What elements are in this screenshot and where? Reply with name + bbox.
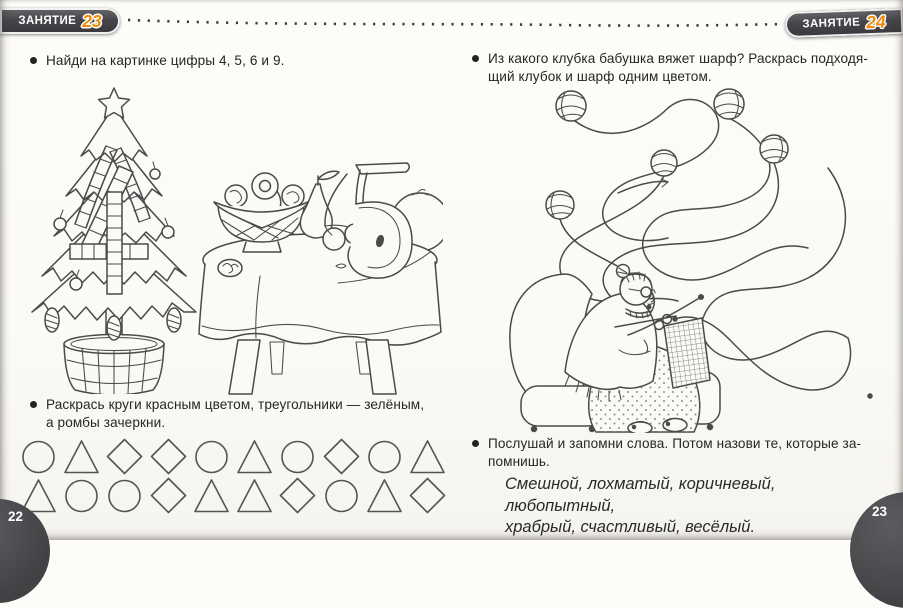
shape-diamond bbox=[107, 438, 143, 475]
tree-star bbox=[97, 87, 131, 119]
shapes-exercise bbox=[20, 438, 446, 516]
bullet-icon bbox=[472, 440, 479, 447]
left-task-color-shapes: Раскрась круги красным цветом, треугольн… bbox=[30, 396, 442, 431]
shape-circle bbox=[108, 479, 142, 513]
dotted-divider bbox=[127, 18, 785, 27]
shape-circle bbox=[22, 440, 55, 474]
shape-triangle bbox=[410, 440, 445, 474]
earring bbox=[646, 304, 652, 310]
pinecones bbox=[44, 307, 182, 341]
task-line: щий клубок и шарф одним цветом. bbox=[488, 68, 712, 84]
shape-triangle bbox=[237, 479, 272, 513]
tree-illustration bbox=[31, 87, 197, 394]
shape-diamond bbox=[409, 477, 446, 514]
shape-triangle bbox=[366, 479, 402, 513]
shape-diamond bbox=[323, 438, 359, 475]
task-line: Из какого клубка бабушка вяжет шарф? Рас… bbox=[488, 51, 868, 66]
shape-triangle bbox=[237, 440, 272, 474]
task-line: Найди на картинке цифры 4, 5, 6 и 9. bbox=[46, 53, 285, 68]
shape-circle bbox=[65, 479, 99, 513]
hidden-digit-5 bbox=[347, 162, 413, 279]
word-list-line: Смешной, лохматый, коричневый, любопытны… bbox=[505, 475, 776, 515]
word-list-line: храбрый, счастливый, весёлый. bbox=[505, 518, 756, 536]
task-line: а ромбы зачеркни. bbox=[46, 414, 166, 430]
shape-diamond bbox=[150, 477, 186, 514]
slippers bbox=[627, 417, 688, 433]
bullet-icon bbox=[472, 55, 479, 62]
scarf bbox=[663, 317, 711, 389]
shape-row bbox=[20, 438, 446, 475]
pear bbox=[299, 183, 333, 239]
shape-triangle bbox=[21, 479, 56, 513]
table-illustration bbox=[198, 162, 443, 395]
yarn-ball bbox=[713, 88, 745, 120]
shape-diamond bbox=[150, 438, 186, 475]
yarn-ball bbox=[650, 149, 678, 177]
word-list: Смешной, лохматый, коричневый, любопытны… bbox=[505, 474, 885, 539]
left-task-find-digits: Найди на картинке цифры 4, 5, 6 и 9. bbox=[30, 52, 440, 70]
shape-circle bbox=[324, 479, 358, 513]
shape-circle bbox=[195, 440, 228, 474]
yarn-ball bbox=[545, 190, 575, 220]
shape-circle bbox=[281, 440, 315, 474]
bullet-icon bbox=[30, 401, 37, 408]
task-line: помнишь. bbox=[488, 453, 550, 469]
knitting-illustration bbox=[509, 88, 873, 433]
yarn-ball bbox=[759, 134, 789, 164]
grandma bbox=[564, 263, 711, 433]
lesson-badge-23: ЗАНЯТИЕ 23 bbox=[0, 8, 120, 34]
task-line: Раскрась круги красным цветом, треугольн… bbox=[46, 397, 425, 412]
bullet-icon bbox=[30, 57, 37, 64]
shape-triangle bbox=[194, 479, 229, 513]
knitting-needles bbox=[614, 293, 705, 336]
lesson-label: ЗАНЯТИЕ bbox=[18, 15, 77, 27]
right-task-remember-words: Послушай и запомни слова. Потом назови т… bbox=[472, 435, 884, 470]
tree-ornaments bbox=[53, 161, 175, 291]
shape-triangle bbox=[64, 440, 100, 474]
lesson-number: 23 bbox=[82, 10, 102, 31]
shape-circle bbox=[367, 440, 401, 474]
right-task-yarn: Из какого клубка бабушка вяжет шарф? Рас… bbox=[472, 50, 884, 85]
task-line: Послушай и запомни слова. Потом назови т… bbox=[488, 436, 862, 451]
yarn-ball bbox=[555, 90, 587, 122]
glasses bbox=[628, 286, 656, 298]
shape-diamond bbox=[280, 477, 316, 514]
shape-row bbox=[20, 477, 446, 514]
hidden-digit-4 bbox=[69, 165, 149, 295]
